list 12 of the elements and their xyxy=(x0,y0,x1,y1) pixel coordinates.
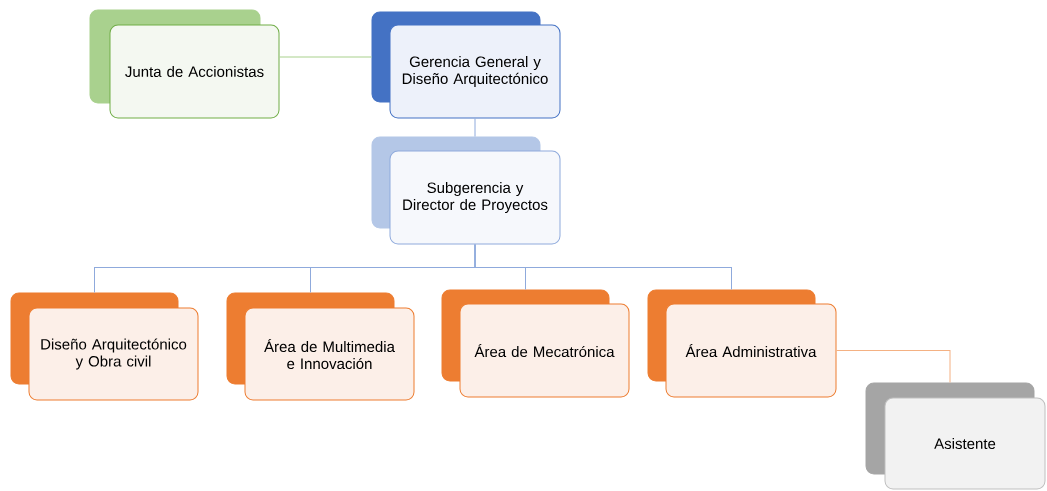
org-card: Área Administrativa xyxy=(647,289,837,398)
connector-line xyxy=(474,244,732,290)
org-card: Área de Multimedia e Innovación xyxy=(226,292,415,401)
org-card: Área de Mecatrónica xyxy=(441,289,630,398)
connector-line xyxy=(836,350,951,383)
org-card: Subgerencia y Director de Proyectos xyxy=(371,136,561,245)
connector-line xyxy=(279,56,372,58)
org-card: Junta de Accionistas xyxy=(89,9,280,119)
org-card: Diseño Arquitectónico y Obra civil xyxy=(10,292,199,401)
connector-line xyxy=(474,118,476,137)
org-card: Gerencia General y Diseño Arquitectónico xyxy=(371,11,561,119)
org-card: Asistente xyxy=(865,382,1046,490)
